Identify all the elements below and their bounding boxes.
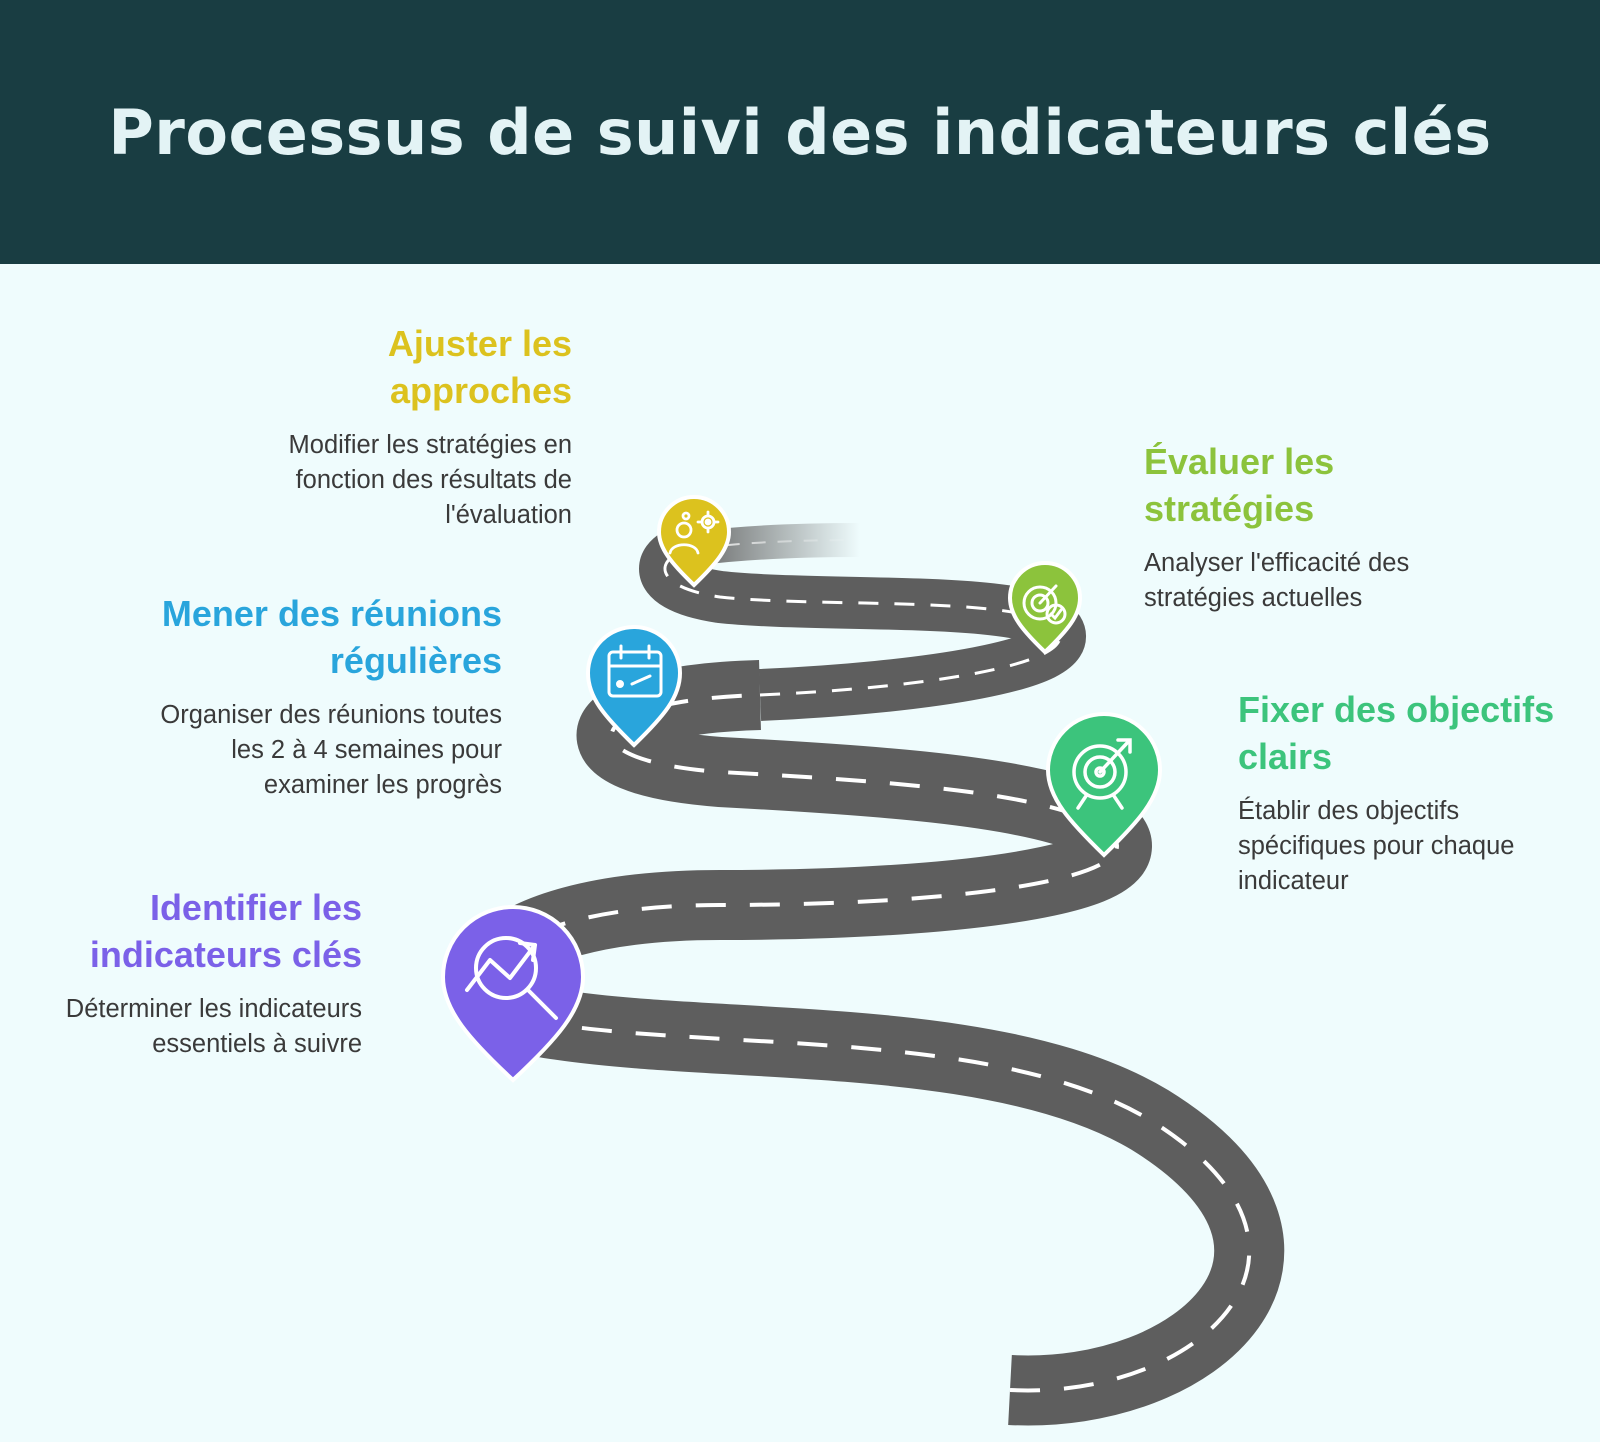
road-centerline-2 (663, 546, 1062, 697)
step-identifier-description: Déterminer les indicateurs essentiels à … (65, 995, 362, 1058)
page-title: Processus de suivi des indicateurs clés (108, 96, 1492, 169)
target-icon (1072, 738, 1132, 810)
step-identifier: Identifier les indicateurs clés Détermin… (14, 884, 362, 1062)
target-check-icon (1022, 584, 1067, 625)
step-mener-description: Organiser des réunions toutes les 2 à 4 … (160, 701, 502, 799)
road-dashes (485, 539, 1252, 1393)
road-centerline-3 (699, 539, 861, 549)
people-gear-icon (668, 510, 720, 555)
step-ajuster: Ajuster les approches Modifier les strat… (220, 320, 572, 533)
marker-mener (585, 625, 683, 748)
header-banner: Processus de suivi des indicateurs clés (0, 0, 1600, 264)
step-evaluer-title: Évaluer les stratégies (1144, 441, 1335, 529)
marker-ajuster (656, 495, 732, 588)
step-fixer: Fixer des objectifs clairs Établir des o… (1238, 686, 1568, 899)
road-centerline-1 (485, 693, 1252, 1393)
step-evaluer: Évaluer les stratégies Analyser l'effica… (1144, 438, 1484, 616)
step-fixer-description: Établir des objectifs spécifiques pour c… (1238, 797, 1515, 895)
marker-identifier (440, 905, 586, 1083)
step-ajuster-description: Modifier les stratégies en fonction des … (288, 431, 572, 529)
step-fixer-title: Fixer des objectifs clairs (1238, 689, 1555, 777)
step-evaluer-description: Analyser l'efficacité des stratégies act… (1144, 549, 1410, 612)
calendar-icon (607, 644, 663, 698)
step-identifier-title: Identifier les indicateurs clés (89, 887, 362, 975)
marker-fixer (1045, 712, 1163, 858)
step-ajuster-title: Ajuster les approches (387, 323, 572, 411)
step-mener-title: Mener des réunions régulières (161, 593, 502, 681)
step-mener: Mener des réunions régulières Organiser … (140, 590, 502, 803)
magnifier-chart-icon (465, 936, 558, 1020)
marker-evaluer (1007, 561, 1083, 655)
